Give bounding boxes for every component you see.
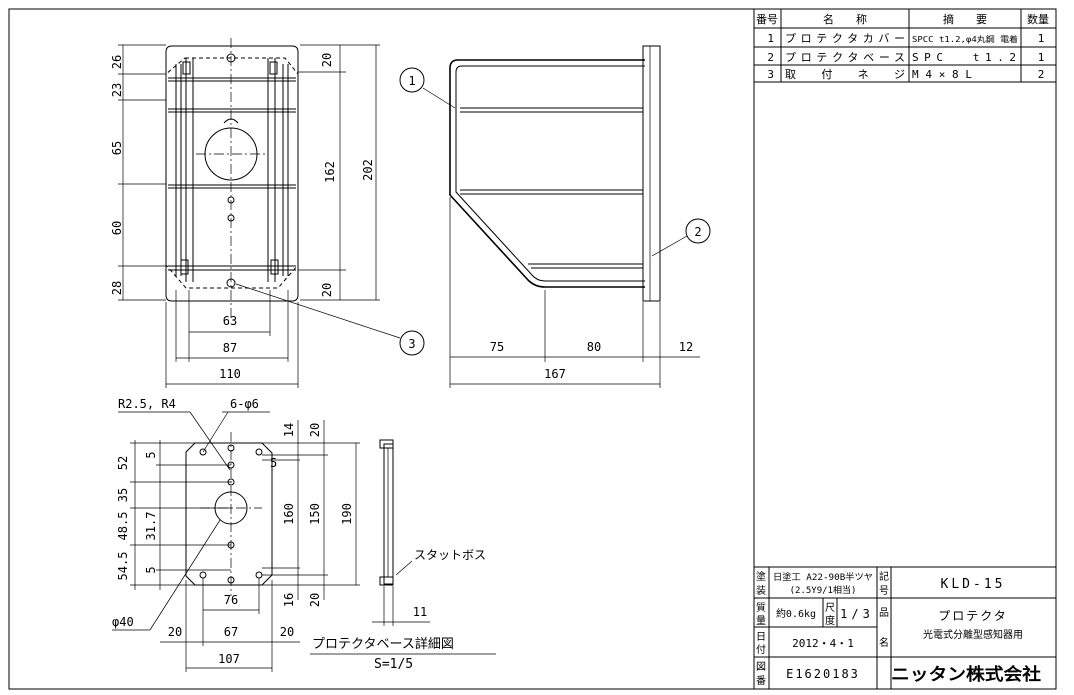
weight-value: 約0.6kg [776,607,816,620]
base-dim-11: 11 [413,605,427,619]
paint-value-1: 日塗工 A22-90B半ツヤ [773,571,873,583]
base-dim-20-bottom: 20 [308,593,322,607]
front-dim-23: 23 [110,83,124,97]
product-label-1: 品 [879,607,889,619]
front-view-dimensions: 26 23 65 60 28 20 162 202 20 63 87 110 [110,44,380,388]
product-subtitle: 光電式分離型感知器用 [923,628,1023,641]
side-dim-80: 80 [587,340,601,354]
base-dim-31-7: 31.7 [144,512,158,541]
row2-qty: 1 [1038,51,1045,64]
drawing-no-value: E1620183 [786,667,860,681]
date-value: 2012・4・1 [792,637,854,650]
row1-spec: SPCC t1.2,φ4丸鋼 電着 [912,34,1018,44]
row2-name: プロテクタベース [785,51,905,64]
base-dim-5-bottom: 5 [144,566,158,573]
row1-name: プロテクタカバー [785,32,905,45]
base-detail-dimensions: R2.5, R4 6-φ6 52 5 35 48.5 31.7 54.5 5 1… [112,397,496,672]
base-dim-160: 160 [282,503,296,525]
front-dim-202: 202 [361,159,375,181]
base-dim-20-right: 20 [280,625,294,639]
base-dim-107: 107 [218,652,240,666]
front-dim-28: 28 [110,281,124,295]
code-value: KLD-15 [941,577,1006,592]
side-view: 1 2 3 [235,45,711,356]
product-name: プロテクタ [938,609,1008,623]
paint-label-1: 塗 [756,570,766,583]
code-label-1: 記 [879,570,889,583]
date-label-2: 付 [756,643,766,656]
front-dim-110: 110 [219,367,241,381]
balloon-1-circle [399,67,425,93]
front-dim-162: 162 [323,161,337,183]
base-note-radius: R2.5, R4 [118,397,176,411]
base-dim-14: 14 [282,423,296,437]
balloon-3: 3 [408,337,415,351]
balloon-1: 1 [408,74,415,88]
front-view [165,38,299,320]
header-no: 番号 [756,13,778,26]
row1-qty: 1 [1038,32,1045,45]
product-label-2: 名 [879,636,889,649]
header-name: 名 称 [823,12,867,26]
base-dim-5-right: 5 [270,456,277,470]
base-dim-16: 16 [282,593,296,607]
code-label-2: 号 [879,585,889,597]
company-logo: ニッタン株式会社 [891,664,1041,685]
title-block: 塗 装 日塗工 A22-90B半ツヤ (2.5Y9/1相当) 記 号 KLD-1… [754,566,1056,689]
front-dim-60: 60 [110,221,124,235]
scale-label-1: 尺 [825,602,835,614]
front-dim-65: 65 [110,141,124,155]
header-qty: 数量 [1027,13,1049,26]
date-label-1: 日 [756,632,766,643]
front-dim-63: 63 [223,314,237,328]
side-dim-75: 75 [490,340,504,354]
base-dim-35: 35 [116,488,130,502]
stud-boss-label: スタットボス [414,548,486,562]
base-dim-150: 150 [308,503,322,525]
scale-value: 1/3 [840,607,874,621]
row3-no: 3 [767,68,774,81]
front-dim-20-top: 20 [320,53,334,67]
front-dim-87: 87 [223,341,237,355]
front-dim-20-bottom: 20 [320,283,334,297]
base-detail-title: プロテクタベース詳細図 [312,636,454,652]
base-hole-dia: φ40 [112,615,134,629]
base-dim-67: 67 [224,625,238,639]
paint-value-2: (2.5Y9/1相当) [790,584,857,596]
base-dim-48-5: 48.5 [116,512,130,541]
base-dim-20-left: 20 [168,625,182,639]
row3-spec: M4×8L [912,68,972,81]
row3-name: 取 付 ネ ジ [785,68,905,81]
base-dim-52: 52 [116,456,130,470]
drawing-no-label-2: 番 [756,675,766,687]
drawing-no-label-1: 図 [756,661,766,673]
row1-no: 1 [767,32,774,45]
weight-label-2: 量 [756,615,766,627]
header-spec: 摘 要 [943,12,987,26]
balloon-2-circle [685,218,711,244]
base-dim-76: 76 [224,593,238,607]
row2-no: 2 [767,51,774,64]
base-note-holes: 6-φ6 [230,397,259,411]
row2-spec: SPC t1.2 [912,51,1016,64]
base-dim-5-top: 5 [144,451,158,458]
front-dim-26: 26 [110,55,124,69]
balloon-3-circle [399,330,425,356]
base-dim-190: 190 [340,503,354,525]
scale-label-2: 度 [825,614,835,627]
paint-label-2: 装 [756,584,766,597]
row3-qty: 2 [1038,68,1045,81]
side-dim-12: 12 [679,340,693,354]
balloon-2: 2 [694,225,701,239]
weight-label-1: 質 [756,601,766,614]
side-dim-167: 167 [544,367,566,381]
base-dim-54-5: 54.5 [116,552,130,581]
drawing-border [8,8,1057,690]
base-detail-scale: S=1/5 [374,657,413,672]
side-view-dimensions: 75 80 12 167 [449,197,700,388]
base-dim-20-top: 20 [308,423,322,437]
